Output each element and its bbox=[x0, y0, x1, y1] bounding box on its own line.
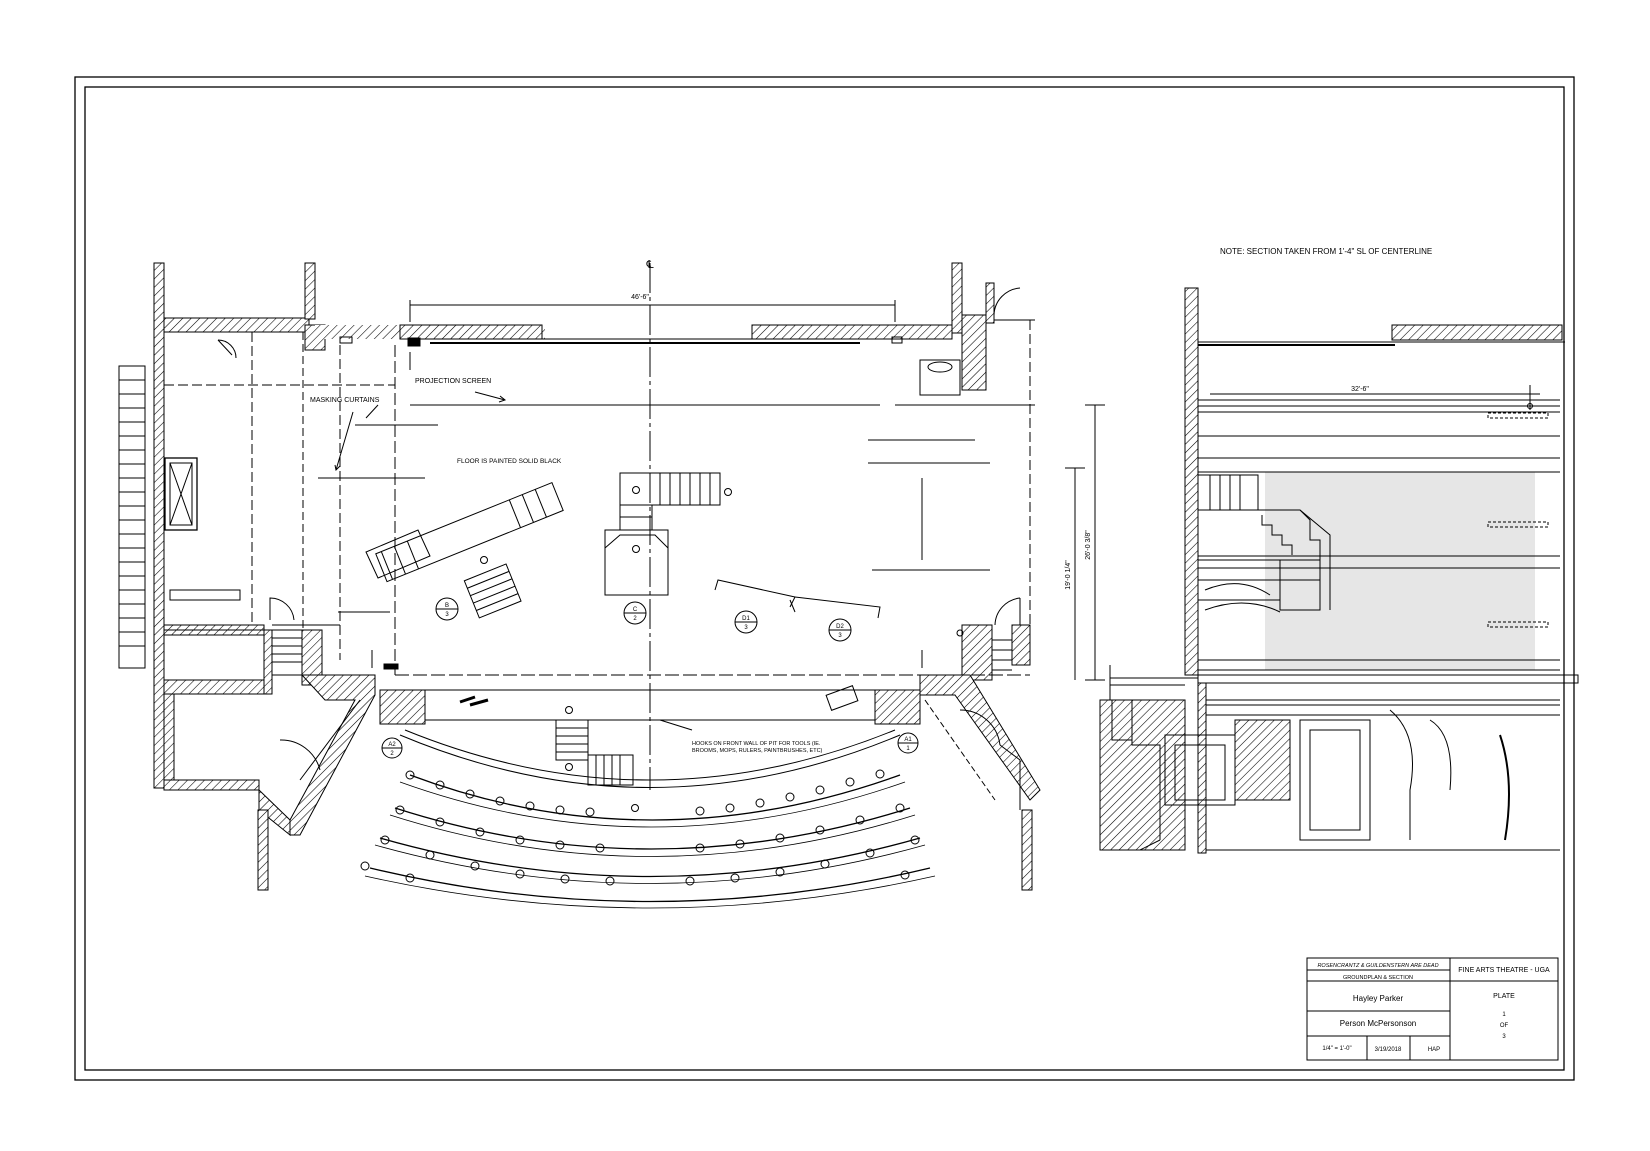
section-grey-zone bbox=[1265, 472, 1535, 670]
sheet-border bbox=[74, 76, 1575, 1081]
marker-a1: A1 1 bbox=[897, 732, 919, 754]
label-floor-note: FLOOR IS PAINTED SOLID BLACK bbox=[457, 458, 562, 465]
marker-b: B 3 bbox=[435, 597, 459, 621]
wall-back-right bbox=[751, 324, 953, 340]
section-labels: 32'-6" bbox=[1351, 386, 1369, 393]
section-batten-marks bbox=[1487, 412, 1549, 628]
marker-a1-num: 1 bbox=[906, 746, 910, 752]
marker-d1-letter: D1 bbox=[742, 616, 750, 622]
centerline-symbol: ℄ bbox=[645, 259, 653, 271]
wall-right-upper bbox=[951, 262, 963, 334]
note-section: NOTE: SECTION TAKEN FROM 1'-4" SL OF CEN… bbox=[1220, 247, 1432, 256]
dim-depth-26: 26'-0 3/8" bbox=[1085, 530, 1092, 560]
marker-a1-letter: A1 bbox=[904, 737, 912, 743]
dim-depth-19: 19'-0 1/4" bbox=[1065, 560, 1072, 590]
title-block-designer: Hayley Parker bbox=[1353, 994, 1404, 1003]
title-block: ROSENCRANTZ & GUILDENSTERN ARE DEAD GROU… bbox=[1306, 957, 1559, 1061]
label-masking-curtains: MASKING CURTAINS bbox=[310, 397, 380, 404]
marker-d2-num: 3 bbox=[838, 633, 842, 639]
marker-a2: A2 2 bbox=[381, 737, 403, 759]
dim-section-32: 32'-6" bbox=[1351, 386, 1369, 393]
label-projection-screen: PROJECTION SCREEN bbox=[415, 378, 491, 385]
title-block-sheet: GROUNDPLAN & SECTION bbox=[1343, 975, 1413, 981]
marker-b-num: 3 bbox=[445, 612, 449, 618]
ground-plan-labels: 46'-6" ℄ PROJECTION SCREEN MASKING CURTA… bbox=[310, 247, 1432, 754]
title-block-plate-num: 1 bbox=[1502, 1012, 1506, 1018]
title-block-plate-label: PLATE bbox=[1493, 993, 1515, 1000]
marker-b-letter: B bbox=[445, 603, 449, 609]
title-block-scale: 1/4" = 1'-0" bbox=[1322, 1046, 1351, 1052]
marker-d1-num: 3 bbox=[744, 625, 748, 631]
label-hooks-note-1: HOOKS ON FRONT WALL OF PIT FOR TOOLS (IE… bbox=[692, 741, 821, 747]
title-block-director: Person McPersonson bbox=[1340, 1019, 1416, 1028]
pit-stair-treads bbox=[556, 727, 588, 753]
ground-plan bbox=[118, 262, 1105, 909]
title-block-drawn-by: HAP bbox=[1428, 1047, 1440, 1053]
stage-right-stair bbox=[992, 639, 1012, 671]
marker-c-letter: C bbox=[633, 607, 638, 613]
title-block-venue: FINE ARTS THEATRE - UGA bbox=[1458, 967, 1550, 974]
wall-left bbox=[153, 262, 165, 789]
dim-width-46: 46'-6" bbox=[631, 294, 649, 301]
wall-upstage bbox=[163, 317, 310, 333]
title-block-plate-of: OF bbox=[1500, 1023, 1509, 1029]
section-view bbox=[1099, 287, 1579, 854]
left-stair-treads bbox=[119, 379, 145, 647]
stage-left-stair bbox=[272, 637, 302, 663]
label-hooks-note-2: BROOMS, MOPS, RULERS, PAINTBRUSHES, ETC) bbox=[692, 748, 823, 754]
marker-a2-num: 2 bbox=[390, 751, 394, 757]
wall-back-left bbox=[399, 324, 543, 340]
title-block-date: 3/19/2018 bbox=[1375, 1047, 1402, 1053]
audience-seating bbox=[364, 774, 936, 909]
marker-c: C 2 bbox=[623, 601, 647, 625]
marker-a2-letter: A2 bbox=[388, 742, 396, 748]
upstage-stair-treads bbox=[659, 473, 711, 505]
marker-d2: D2 3 bbox=[828, 618, 852, 642]
marker-c-num: 2 bbox=[633, 616, 637, 622]
seat-dots bbox=[360, 769, 920, 886]
title-block-show: ROSENCRANTZ & GUILDENSTERN ARE DEAD bbox=[1317, 963, 1438, 969]
marker-d1: D1 3 bbox=[734, 610, 758, 634]
marker-d2-letter: D2 bbox=[836, 624, 844, 630]
title-block-plate-total: 3 bbox=[1502, 1034, 1506, 1040]
